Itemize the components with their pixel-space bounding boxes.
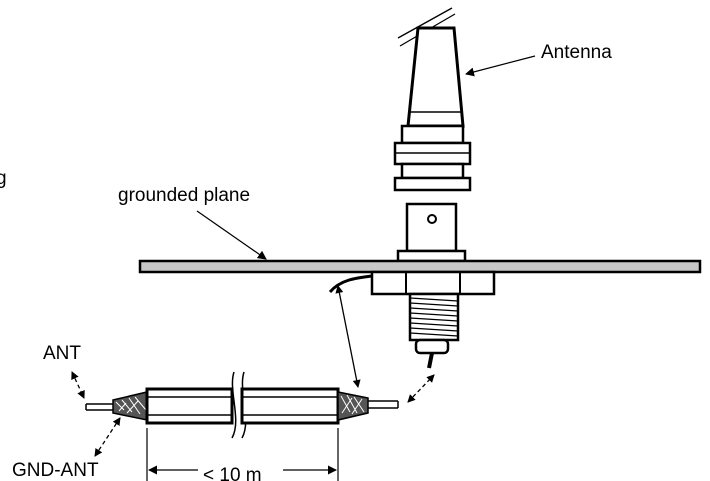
length-label: < 10 m	[203, 465, 262, 481]
edge-text-fragment: g	[0, 168, 7, 189]
antenna-pin-connection-arrow	[407, 374, 435, 403]
ant-label: ANT	[43, 343, 81, 364]
antenna-leader	[465, 55, 536, 77]
ground-connection-arrow	[335, 285, 361, 388]
gnd-ant-label: GND-ANT	[12, 460, 99, 481]
threaded-stud	[408, 292, 460, 369]
ground-lead	[328, 274, 373, 294]
antenna-base	[393, 124, 472, 192]
coax-jacket-right	[240, 387, 340, 425]
antenna-pin	[427, 352, 434, 369]
coax-cable	[85, 371, 399, 439]
grounded-plane	[138, 259, 702, 274]
grounded-plane-label: grounded plane	[118, 185, 250, 206]
grounded-plane-leader	[196, 210, 267, 260]
mount-bracket	[396, 202, 467, 263]
coax-jacket-left	[145, 387, 234, 425]
ant-pointer-arrow	[71, 371, 85, 399]
cable-break-mark-1	[231, 371, 237, 439]
mount-screw	[427, 214, 437, 224]
gnd-ant-pointer-arrow	[94, 417, 121, 457]
coax-left-braid	[112, 391, 148, 421]
antenna-label: Antenna	[541, 42, 612, 63]
antenna-top-hatch-2	[397, 7, 453, 39]
antenna-mast	[397, 7, 465, 128]
mount-nut	[370, 270, 496, 296]
